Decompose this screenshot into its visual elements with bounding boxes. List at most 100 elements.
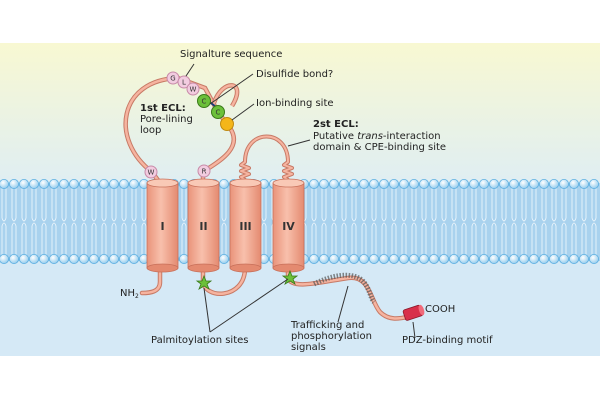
lipid-tail <box>471 222 477 255</box>
lipid-head <box>559 253 570 264</box>
lipid-head <box>178 253 189 264</box>
intracellular-loops <box>139 265 413 321</box>
lipid-head <box>478 178 489 189</box>
lipid-tail <box>101 188 107 222</box>
ion-binding-residue <box>220 117 234 131</box>
ecl1-line2: loop <box>140 125 161 136</box>
lipid-head <box>79 253 90 264</box>
nh2-text: NH <box>120 288 135 299</box>
lipid-head <box>8 253 19 264</box>
residue-w-base-label: W <box>148 169 155 177</box>
helix-i: I <box>146 178 179 273</box>
leader-lines <box>185 63 416 339</box>
labels: Signalture sequence Disulfide bond? Ion-… <box>120 49 493 353</box>
lipid-tail <box>81 222 87 255</box>
lipid-head <box>119 253 130 264</box>
lipid-tail <box>371 188 377 222</box>
lipid-head <box>388 178 399 189</box>
cysteine-1-label: C <box>202 98 207 106</box>
lipid-head <box>569 178 580 189</box>
residue-l: L <box>177 75 191 89</box>
lipid-tail <box>591 188 597 222</box>
lipid-head <box>408 253 419 264</box>
lipid-tail <box>571 188 577 222</box>
lipid-tail <box>71 222 77 255</box>
lipid-head <box>448 253 459 264</box>
lipid-head <box>49 253 60 264</box>
lipid-head <box>39 178 50 189</box>
helix-iii: III <box>229 178 262 273</box>
lipid-tail <box>1 222 7 255</box>
palmitoylation-star-1 <box>195 274 213 290</box>
lipid-head <box>448 178 459 189</box>
lipid-head <box>468 178 479 189</box>
lipid-head <box>418 253 429 264</box>
lipid-tail <box>91 188 97 222</box>
lipid-tail <box>411 188 417 222</box>
helix-iv: IV <box>272 178 305 273</box>
lipid-head <box>368 178 379 189</box>
lipid-tail <box>401 188 407 222</box>
lipid-tail <box>81 188 87 222</box>
lipid-head <box>549 178 560 189</box>
lipid-head <box>28 178 39 189</box>
helix-ii-label: II <box>199 220 207 233</box>
lipid-tail <box>61 188 67 222</box>
lipid-head <box>338 253 349 264</box>
helix-iv-label: IV <box>282 220 295 233</box>
lipid-head <box>358 178 369 189</box>
helix-ii: II <box>187 178 220 273</box>
lipid-tail <box>131 222 137 255</box>
lipid-tail <box>531 222 537 255</box>
lipid-tail <box>71 188 77 222</box>
lipid-tail <box>541 188 547 222</box>
lipid-head <box>438 178 449 189</box>
lipid-head <box>589 178 600 189</box>
lipid-tail <box>221 222 227 255</box>
lipid-tail <box>511 222 517 255</box>
lipid-head <box>28 253 39 264</box>
lipid-tail <box>111 222 117 255</box>
lipid-head <box>128 178 139 189</box>
lipid-head <box>218 253 229 264</box>
lipid-tail <box>331 222 337 255</box>
lipid-head <box>428 178 439 189</box>
ecl2-line2: domain & CPE-binding site <box>313 142 446 153</box>
lipid-head <box>388 253 399 264</box>
lipid-head <box>109 178 120 189</box>
lipid-tail <box>461 188 467 222</box>
lipid-head <box>579 178 590 189</box>
lipid-head <box>539 178 550 189</box>
helix-i-label: I <box>160 220 164 233</box>
lipid-head <box>549 253 560 264</box>
lipid-tail <box>341 222 347 255</box>
lipid-head <box>408 178 419 189</box>
lipid-head <box>99 253 110 264</box>
lipid-head <box>18 178 29 189</box>
residue-r-base: R <box>197 164 211 178</box>
lipid-tail <box>181 188 187 222</box>
cysteine-2-label: C <box>216 109 221 117</box>
lipid-tail <box>541 222 547 255</box>
lipid-head <box>468 253 479 264</box>
ecl1-title: 1st ECL: <box>140 103 186 114</box>
ecl2-line1-italic: trans <box>357 131 383 142</box>
lipid-tail <box>31 188 37 222</box>
ecl2-line1-post: -interaction <box>383 131 441 142</box>
lipid-head <box>589 253 600 264</box>
lipid-tail <box>591 222 597 255</box>
nh2-label: NH2 <box>120 288 139 300</box>
lipid-tail <box>561 188 567 222</box>
lipid-tail <box>491 222 497 255</box>
lipid-tail <box>471 188 477 222</box>
lipid-tail <box>421 222 427 255</box>
lipid-tail <box>341 188 347 222</box>
lipid-tail <box>41 222 47 255</box>
lipid-head <box>109 253 120 264</box>
lipid-tail <box>111 188 117 222</box>
lipid-head <box>218 178 229 189</box>
lipid-head <box>569 253 580 264</box>
lipid-tail <box>431 188 437 222</box>
lipid-tail <box>381 188 387 222</box>
palmitoylation-sites-label: Palmitoylation sites <box>151 335 248 346</box>
